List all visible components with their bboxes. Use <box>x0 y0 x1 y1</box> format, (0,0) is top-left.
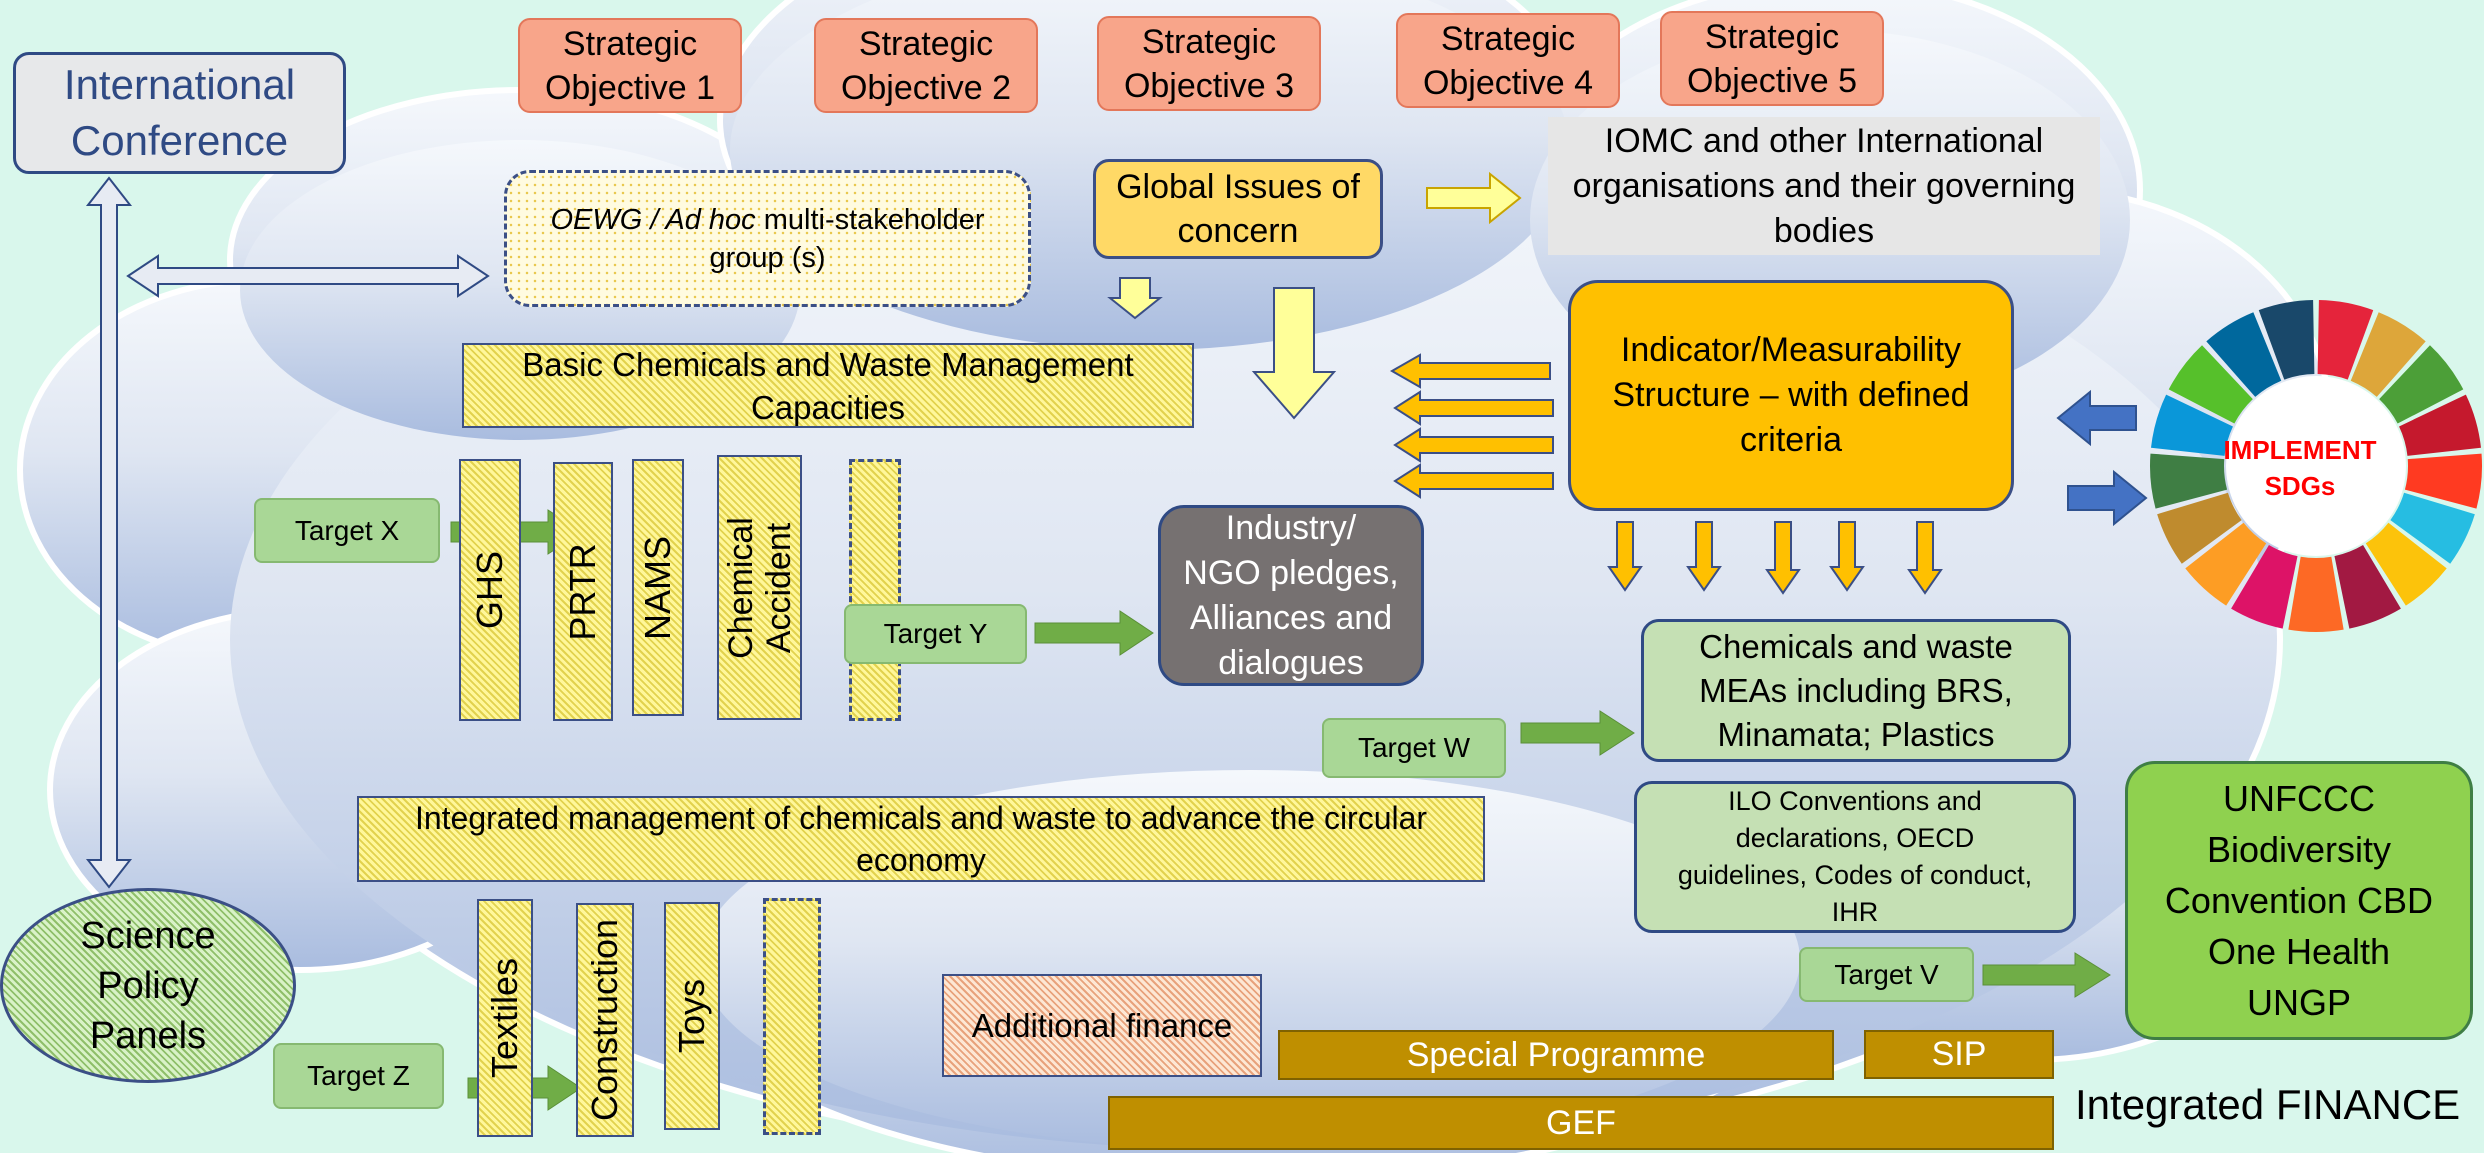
arrow-left-1 <box>1389 353 1551 389</box>
gef-bar: GEF <box>1108 1096 2054 1150</box>
sdg-segment <box>2168 345 2253 424</box>
sdg-center <box>2226 376 2406 556</box>
implement-sdgs-label: IMPLEMENT SDGs <box>2223 435 2377 501</box>
global-issues-box: Global Issues of concern <box>1093 159 1383 259</box>
target-w: Target W <box>1322 718 1506 778</box>
sdg-segment <box>2258 300 2315 380</box>
bar-ghs: GHS <box>459 459 521 721</box>
arrow-down-large <box>1251 287 1337 420</box>
strategic-objective-3: Strategic Objective 3 <box>1097 16 1321 111</box>
unfccc-box: UNFCCC Biodiversity Convention CBD One H… <box>2125 761 2473 1040</box>
target-v: Target V <box>1799 947 1974 1002</box>
bar-nams: NAMS <box>632 459 684 716</box>
double-arrow-vertical <box>85 176 133 889</box>
target-y: Target Y <box>844 604 1027 664</box>
oewg-group-box: OEWG / Ad hoc multi-stakeholder group (s… <box>504 170 1031 307</box>
arrow-target-v <box>1982 952 2111 998</box>
arrow-left-3 <box>1393 427 1554 463</box>
sdg-segment <box>2185 522 2267 606</box>
sdg-segment <box>2390 492 2475 564</box>
strategic-objective-1: Strategic Objective 1 <box>518 18 742 113</box>
target-x: Target X <box>254 498 440 563</box>
sdg-segment <box>2157 492 2242 564</box>
arrow-down-4 <box>1829 521 1865 592</box>
arrow-target-y <box>1034 610 1154 656</box>
sdg-segment <box>2379 345 2464 424</box>
arrow-right-to-iomc <box>1426 171 1522 225</box>
sdg-segment <box>2288 556 2344 632</box>
arrow-down-small <box>1107 277 1163 320</box>
basic-capacities-box: Basic Chemicals and Waste Management Cap… <box>462 343 1194 428</box>
meas-box: Chemicals and waste MEAs including BRS, … <box>1641 619 2071 762</box>
special-programme-bar: Special Programme <box>1278 1030 1834 1080</box>
arrow-left-2 <box>1393 390 1554 426</box>
arrow-down-1 <box>1607 521 1643 592</box>
sdg-segment <box>2399 394 2481 456</box>
arrow-left-4 <box>1393 463 1554 499</box>
strategic-objective-2: Strategic Objective 2 <box>814 18 1038 113</box>
strategic-objective-5: Strategic Objective 5 <box>1660 11 1884 106</box>
bar-toys: Toys <box>664 902 720 1130</box>
arrow-left-blue <box>2056 389 2137 447</box>
sdg-segment <box>2404 453 2482 509</box>
bar-chemical-accident: Chemical Accident <box>717 455 802 720</box>
arrow-target-w <box>1520 710 1635 756</box>
sdg-segment <box>2151 394 2233 456</box>
strategic-objective-4: Strategic Objective 4 <box>1396 13 1620 108</box>
double-arrow-horizontal <box>126 254 490 298</box>
target-z: Target Z <box>273 1043 444 1109</box>
pledges-box: Industry/ NGO pledges, Alliances and dia… <box>1158 505 1424 686</box>
arrow-down-3 <box>1765 521 1801 595</box>
sdg-segment <box>2365 522 2447 606</box>
sdg-segment <box>2231 545 2298 629</box>
arrow-down-2 <box>1686 521 1722 592</box>
bar-construction: Construction <box>576 903 634 1137</box>
indicator-structure-box: Indicator/Measurability Structure – with… <box>1568 280 2014 511</box>
international-conference-box: International Conference <box>13 52 346 174</box>
sdg-segment <box>2350 312 2426 397</box>
sdg-segment <box>2150 453 2228 509</box>
integrated-management-box: Integrated management of chemicals and w… <box>357 796 1485 882</box>
oewg-label: multi-stakeholder group (s) <box>709 203 985 274</box>
ilo-box: ILO Conventions and declarations, OECD g… <box>1634 781 2076 933</box>
iomc-box: IOMC and other International organisatio… <box>1548 117 2100 255</box>
bar-empty-sector <box>763 898 821 1135</box>
oewg-italic-label: OEWG / Ad hoc <box>550 203 756 236</box>
sip-bar: SIP <box>1864 1030 2054 1079</box>
sdg-segment <box>2317 300 2374 380</box>
sdg-segment <box>2206 312 2282 397</box>
arrow-right-blue <box>2067 469 2148 527</box>
integrated-finance-label: Integrated FINANCE <box>2075 1081 2461 1128</box>
arrow-down-5 <box>1907 521 1943 595</box>
sdg-segment <box>2334 545 2401 629</box>
bar-textiles: Textiles <box>477 899 533 1137</box>
bar-empty-capacity <box>849 459 901 721</box>
science-policy-panels: Science Policy Panels <box>0 888 296 1083</box>
bar-prtr: PRTR <box>553 462 613 721</box>
additional-finance-box: Additional finance <box>942 974 1262 1077</box>
sdg-wheel-icon <box>2150 300 2482 632</box>
